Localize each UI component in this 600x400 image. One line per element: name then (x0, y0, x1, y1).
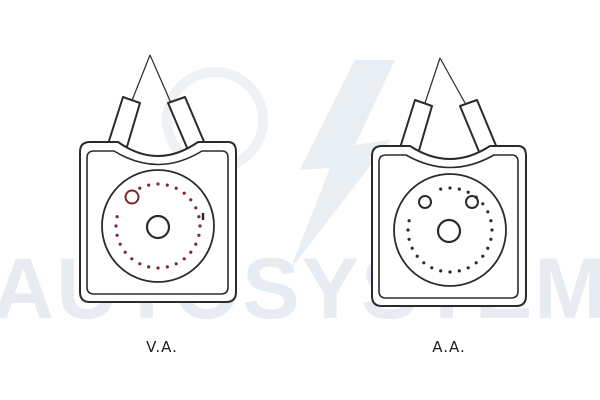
port-dot (466, 190, 470, 194)
port-dot (198, 224, 202, 228)
port-dots (114, 182, 202, 270)
port-dot (182, 191, 186, 195)
hose-line (130, 54, 151, 104)
port-dot (165, 265, 169, 269)
port-dot (486, 210, 490, 214)
port-dots (406, 186, 494, 274)
port-dot (415, 254, 419, 258)
hose-line (149, 54, 172, 104)
port-dot (147, 265, 151, 269)
port-dot (457, 187, 461, 191)
port-dot (189, 198, 193, 202)
port-dot (481, 254, 485, 258)
port-dot (174, 262, 178, 266)
port-dot (448, 186, 452, 190)
port-dot (123, 250, 127, 254)
hose-line (439, 57, 466, 104)
port-dot (466, 266, 470, 270)
housing-inner (86, 150, 229, 295)
hose-line (424, 57, 441, 104)
face-ring (393, 173, 507, 287)
view-label-aa: A.A. (432, 338, 466, 356)
port-dot (481, 202, 485, 206)
port-dot (156, 266, 160, 270)
port-dot (138, 186, 142, 190)
oil-cooler-view-aa (371, 57, 527, 307)
face-ring (101, 169, 215, 283)
port-dot (407, 237, 411, 241)
port-dot (114, 224, 118, 228)
bolt-hole (465, 195, 479, 209)
oil-cooler-view-va (79, 54, 237, 303)
port-dot (156, 182, 160, 186)
port-dot (165, 183, 169, 187)
port-dot (194, 206, 198, 210)
port-dot (457, 269, 461, 273)
port-dot (130, 257, 134, 261)
port-dot (118, 242, 122, 246)
port-dot (439, 187, 443, 191)
port-dot (174, 186, 178, 190)
port-dot (422, 261, 426, 265)
port-dot (115, 215, 119, 219)
port-dot (407, 219, 411, 223)
view-label-va: V.A. (146, 338, 178, 356)
center-hole (436, 218, 462, 244)
port-dot (410, 246, 414, 250)
port-dot (147, 183, 151, 187)
port-dot (439, 269, 443, 273)
port-dot (474, 261, 478, 265)
watermark-bolt (290, 60, 395, 270)
port-dot (194, 242, 198, 246)
port-dot (197, 233, 201, 237)
center-hole (145, 214, 171, 240)
port-dot (489, 237, 493, 241)
bolt-hole (124, 189, 140, 205)
port-dot (189, 250, 193, 254)
port-dot (486, 246, 490, 250)
port-dot (197, 215, 201, 219)
port-dot (430, 266, 434, 270)
housing-inner (378, 154, 519, 299)
housing-outer (79, 141, 237, 303)
port-dot (138, 262, 142, 266)
port-dot (182, 257, 186, 261)
port-dot (406, 228, 410, 232)
housing-outer (371, 145, 527, 307)
port-dot (474, 195, 478, 199)
port-dot (115, 233, 119, 237)
port-dot (489, 219, 493, 223)
port-dot (490, 228, 494, 232)
port-dot (448, 270, 452, 274)
bolt-hole (418, 195, 432, 209)
